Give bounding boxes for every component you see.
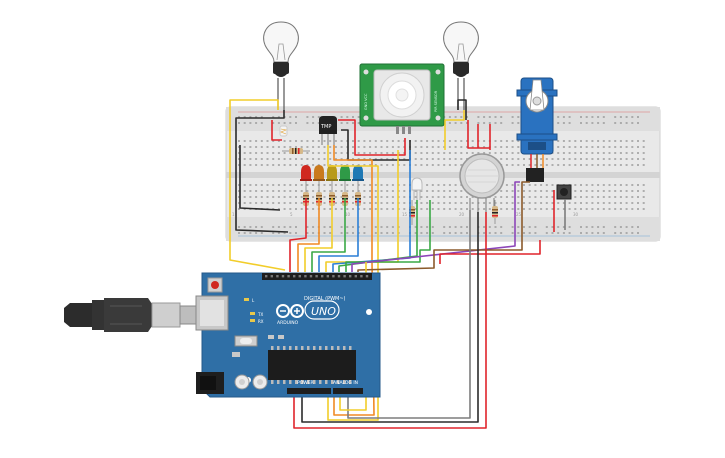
svg-text:10: 10 [345, 212, 351, 217]
temperature-sensor: TMP [319, 116, 337, 145]
led-blue [352, 165, 364, 181]
led-label-tx: TX [257, 312, 263, 317]
power-label: POWER [297, 380, 314, 386]
rgb-led [411, 177, 423, 200]
light-bulb-left [263, 21, 299, 110]
brand-label: ARDUINO [277, 320, 299, 326]
photoresistor [279, 125, 288, 137]
led-yellow [326, 165, 338, 181]
push-button [556, 184, 572, 200]
svg-text:15: 15 [402, 212, 408, 217]
svg-text:30: 30 [573, 212, 579, 217]
svg-text:5: 5 [290, 212, 293, 217]
wires [229, 99, 566, 429]
temp-sensor-label: TMP [320, 124, 331, 130]
resistor-horizontal [282, 148, 310, 154]
pir-sensor: GND VCC PIR SENSOR [359, 63, 445, 134]
arduino-uno-board: DIGITAL (PWM~) L TX RX ARDUINO UNO P [195, 272, 381, 398]
led-orange [313, 165, 325, 181]
analog-label: ANALOG IN [333, 380, 358, 386]
led-label-l: L [252, 298, 255, 303]
arduino-logo [276, 304, 304, 318]
digital-label: DIGITAL (PWM~) [304, 296, 346, 302]
pir-label-right: PIR SENSOR [434, 90, 438, 112]
gas-sensor [459, 153, 505, 212]
led-label-rx: RX [258, 319, 264, 324]
svg-text:20: 20 [459, 212, 465, 217]
led-green [339, 165, 351, 181]
svg-text:1: 1 [232, 212, 235, 217]
pir-label-left: GND VCC [364, 93, 368, 110]
model-label: UNO [311, 305, 336, 318]
breadboard: 1 5 10 15 20 25 30 [225, 106, 661, 242]
svg-text:25: 25 [516, 212, 522, 217]
led-red [300, 165, 312, 181]
usb-cable [64, 298, 201, 332]
light-bulb-right [443, 21, 479, 110]
servo-motor [516, 77, 558, 182]
resistor-gas [492, 200, 498, 224]
